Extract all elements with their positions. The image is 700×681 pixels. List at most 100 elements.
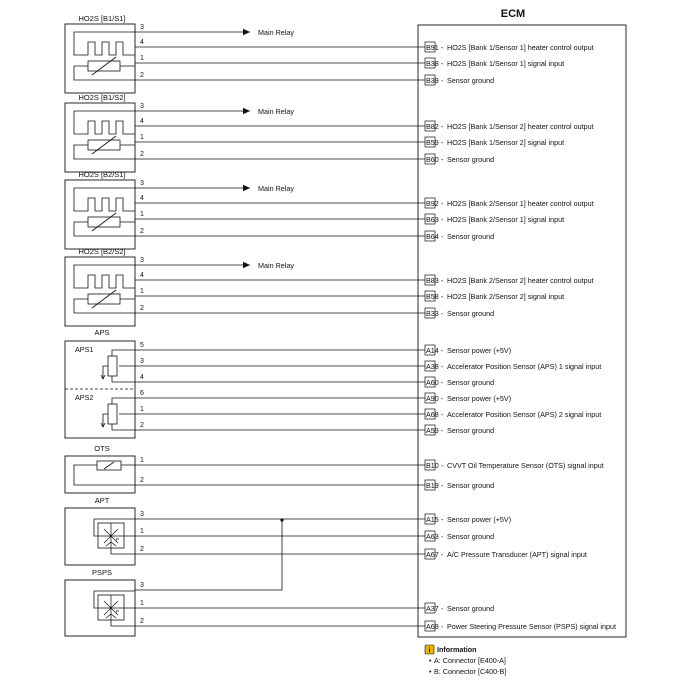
ho2s-group-2: HO2S [B1/S2] Main Relay 3 4 1 2 B82 B59 … [64,93,594,173]
dash: - [441,481,444,490]
pin-heater: 4 [140,272,144,279]
psps-internal-wiring [93,590,135,627]
ots-connector-box [64,455,136,494]
pin-relay: 3 [140,24,144,31]
aps1-terminal: A14 [426,346,439,355]
desc-ground: Sensor ground [447,76,494,85]
ots-title: OTS [94,444,109,453]
terminal-signal: B58 [426,292,439,301]
dash: - [441,378,444,387]
aps1-description: Accelerator Position Sensor (APS) 1 sign… [447,362,601,371]
terminal-box [424,120,436,132]
terminal-heater: B91 [426,43,439,52]
desc-signal: HO2S [Bank 1/Sensor 2] signal input [447,138,564,147]
terminal-box [424,307,436,319]
ho2s-group-3: HO2S [B2/S1] Main Relay 3 4 1 2 B92 B63 … [64,170,594,250]
dash: - [441,215,444,224]
ecm-box [417,24,627,638]
info-icon-glyph: i [429,648,431,655]
pin-signal: 1 [140,55,144,62]
psps-terminal: A37 [426,604,439,613]
pin-signal: 1 [140,288,144,295]
pin-relay: 3 [140,103,144,110]
ots-terminal: B19 [426,481,439,490]
psps-description: Sensor ground [447,604,494,613]
apt-internal-wiring [93,518,135,555]
psps-group: PSPS P 3 [64,518,284,637]
aps1-terminal: A38 [426,362,439,371]
aps2-pin-number: 2 [140,422,144,429]
aps1-pin-number: 3 [140,358,144,365]
desc-heater: HO2S [Bank 2/Sensor 1] heater control ou… [447,199,594,208]
desc-ground: Sensor ground [447,309,494,318]
dash: - [441,346,444,355]
terminal-box [424,57,436,69]
pin-signal: 1 [140,134,144,141]
terminal-box [424,424,436,436]
pin-heater: 4 [140,118,144,125]
terminal-box [424,290,436,302]
dash: - [441,199,444,208]
aps1-internal-wiring [111,349,135,383]
terminal-heater: B82 [426,122,439,131]
apt-terminal: A63 [426,532,439,541]
transducer-p-label: P [116,537,119,542]
ho2s-signal-path [73,65,135,81]
desc-signal: HO2S [Bank 2/Sensor 1] signal input [447,215,564,224]
desc-ground: Sensor ground [447,155,494,164]
ho2s-variable-arrow [91,289,117,309]
pin-heater: 4 [140,195,144,202]
ho2s-signal-path [73,144,135,160]
terminal-ground: B64 [426,232,439,241]
apt-pin-number: 2 [140,546,144,553]
terminal-box [424,136,436,148]
aps1-pin-number: 5 [140,342,144,349]
terminal-ground: B60 [426,155,439,164]
terminal-box [424,74,436,86]
ho2s-group-1: HO2S [B1/S1] Main Relay 3 4 1 2 B91 B38 … [64,14,594,94]
pin-ground: 2 [140,151,144,158]
dash: - [441,410,444,419]
dash: - [441,276,444,285]
ho2s-signal-path [73,298,135,314]
apt-description: Sensor power (+5V) [447,515,511,524]
terminal-heater: B83 [426,276,439,285]
terminal-box [424,392,436,404]
ots-description: CVVT Oil Temperature Sensor (OTS) signal… [447,461,604,470]
terminal-box [424,230,436,242]
aps1-pin-number: 4 [140,374,144,381]
aps1-description: Sensor ground [447,378,494,387]
info-bullet: • [429,656,432,665]
ho2s-group-4: HO2S [B2/S2] Main Relay 3 4 1 2 B83 B58 … [64,247,594,327]
terminal-box [424,344,436,356]
terminal-box [424,479,436,491]
aps2-pin-number: 1 [140,406,144,413]
terminal-box [424,153,436,165]
switch-p-label: P [116,609,119,614]
pin-relay: 3 [140,180,144,187]
desc-ground: Sensor ground [447,232,494,241]
terminal-box [424,530,436,542]
dash: - [441,362,444,371]
terminal-signal: B59 [426,138,439,147]
terminal-signal: B63 [426,215,439,224]
terminal-box [424,360,436,372]
dash: - [441,426,444,435]
dash: - [441,138,444,147]
ho2s-variable-arrow [91,56,117,76]
terminal-box [424,197,436,209]
info-icon [424,644,435,655]
desc-signal: HO2S [Bank 2/Sensor 2] signal input [447,292,564,301]
terminal-signal: B38 [426,59,439,68]
dash: - [441,309,444,318]
ho2s-connector-box [64,179,136,250]
dash: - [441,604,444,613]
dash: - [441,122,444,131]
pressure-transducer-cross [98,523,124,548]
terminal-box [424,602,436,614]
pressure-switch-cross [98,595,124,620]
ho2s-title: HO2S [B2/S2] [78,247,125,256]
dash: - [441,43,444,52]
main-relay-label: Main Relay [258,28,294,37]
